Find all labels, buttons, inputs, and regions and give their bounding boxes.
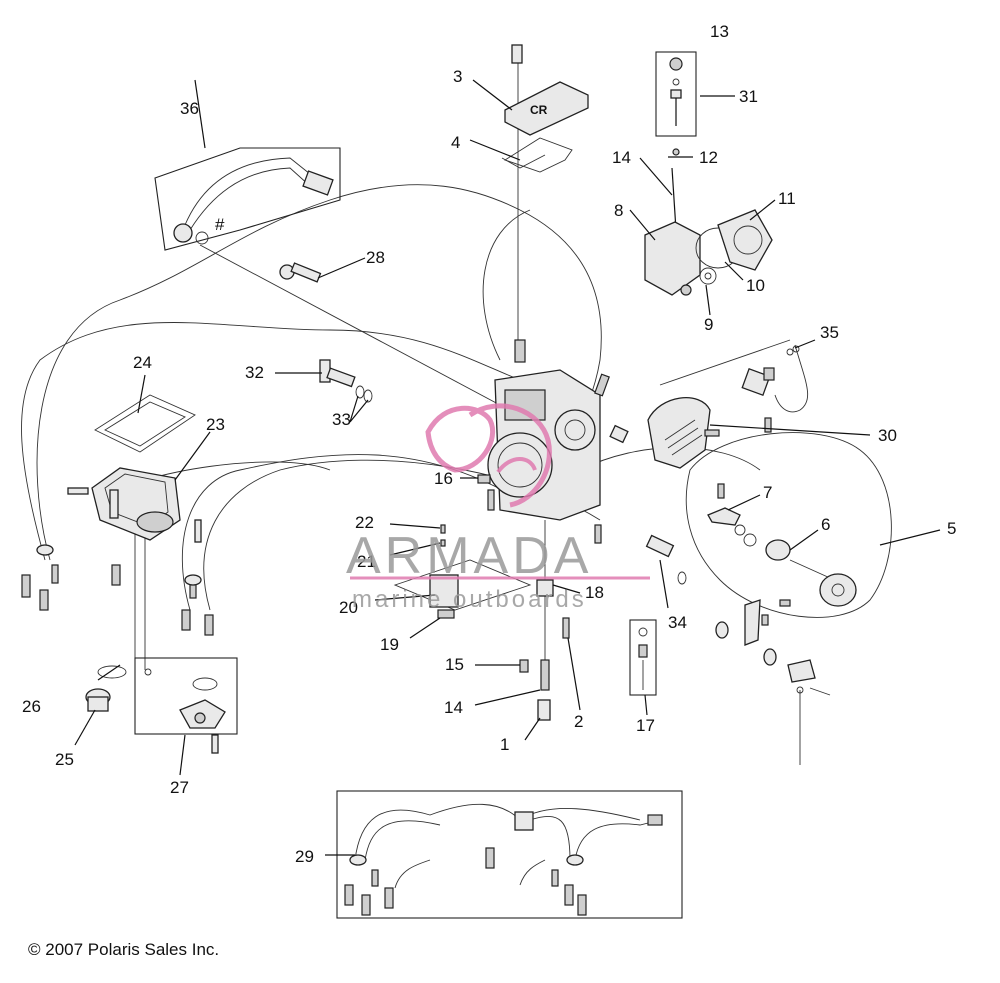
part-27-box: [134, 657, 238, 754]
callout-36: 36: [180, 99, 199, 118]
callout-28: 28: [366, 248, 385, 267]
part-13-31: [655, 51, 697, 137]
callout-23: 23: [206, 415, 225, 434]
callout-15: 15: [445, 655, 464, 674]
callout-14-top: 14: [612, 148, 631, 167]
part-23-float-bowl: [67, 467, 202, 543]
callout-1: 1: [500, 735, 509, 754]
callout-32: 32: [245, 363, 264, 382]
part-30-cover: [647, 397, 772, 469]
callout-25: 25: [55, 750, 74, 769]
part-29-hose-kit: [336, 790, 683, 919]
callout-4: 4: [451, 133, 460, 152]
part-35-sensor: [741, 345, 800, 396]
callout-2: 2: [574, 712, 583, 731]
callout-12: 12: [699, 148, 718, 167]
watermark-logo-icon: [425, 403, 552, 508]
callout-17: 17: [636, 716, 655, 735]
callout-35: 35: [820, 323, 839, 342]
hose-loops: [21, 60, 892, 765]
callout-7: 7: [763, 483, 772, 502]
copyright-notice: © 2007 Polaris Sales Inc.: [28, 940, 220, 959]
part-jet-components: [519, 534, 687, 721]
callout-29: 29: [295, 847, 314, 866]
callout-10: 10: [746, 276, 765, 295]
part-8-12-assembly: [644, 148, 773, 296]
part-32-fitting: [319, 359, 373, 403]
callout-13: 13: [710, 22, 729, 41]
callout-20: 20: [339, 598, 358, 617]
callout-5: 5: [947, 519, 956, 538]
callout-3: 3: [453, 67, 462, 86]
callout-11: 11: [778, 189, 796, 208]
callout-labels: 1 2 3 4 5 6 7 8 9 10 11 12 13 14 14 15 1…: [22, 22, 956, 866]
watermark-brand: ARMADA: [346, 527, 592, 585]
callout-33: 33: [332, 410, 351, 429]
part-5-7-assembly: [707, 483, 857, 607]
part-36-sensor-cable: #: [154, 147, 341, 251]
hash-mark: #: [215, 215, 225, 234]
watermark-tagline: marine outboards: [352, 586, 587, 613]
callout-27: 27: [170, 778, 189, 797]
callout-14-bottom: 14: [444, 698, 463, 717]
callout-34: 34: [668, 613, 687, 632]
callout-8: 8: [614, 201, 623, 220]
part-top-cover: CR: [501, 44, 589, 173]
carburetor-body: [477, 339, 629, 544]
callout-30: 30: [878, 426, 897, 445]
watermark: ARMADA marine outboards: [346, 403, 650, 613]
callout-18: 18: [585, 583, 604, 602]
callout-31: 31: [739, 87, 758, 106]
callout-24: 24: [133, 353, 152, 372]
part-float: [393, 524, 532, 619]
callout-22: 22: [355, 513, 374, 532]
top-cover-text: CR: [530, 103, 548, 117]
part-28-screw: [279, 262, 322, 283]
part-hose-ends-left: [21, 544, 214, 636]
callout-9: 9: [704, 315, 713, 334]
part-25-plug: [85, 665, 127, 712]
callout-19: 19: [380, 635, 399, 654]
callout-6: 6: [821, 515, 830, 534]
callout-26: 26: [22, 697, 41, 716]
leader-lines: [74, 79, 941, 856]
part-throttle-linkage: [715, 599, 831, 696]
callout-16: 16: [434, 469, 453, 488]
part-24-gasket: [94, 394, 196, 453]
callout-21: 21: [357, 552, 376, 571]
